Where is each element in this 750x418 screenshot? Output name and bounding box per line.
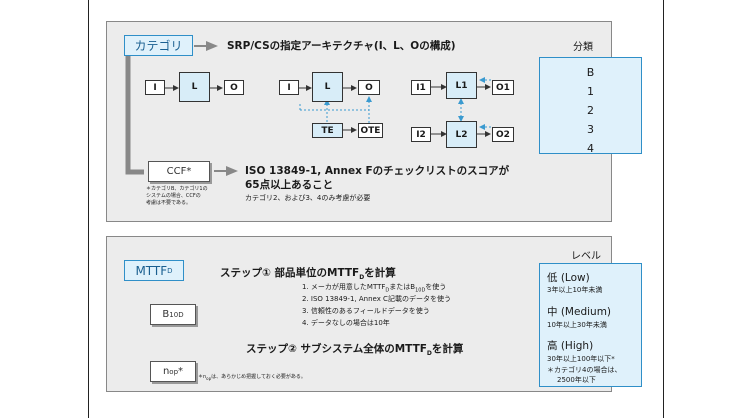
ccf-note: ＊カテゴリB、カテゴリ1の システムの場合、CCFの 考慮は不要である。 <box>146 186 208 207</box>
mttf-header-sub: D <box>167 266 173 275</box>
arch1-output: O <box>224 80 244 95</box>
arch2-test-equipment: TE <box>312 123 343 138</box>
arch1-input: I <box>145 80 165 95</box>
arch3-output2: O2 <box>492 127 514 142</box>
arch3-output1: O1 <box>492 80 514 95</box>
nop-note: ＊nopは、あらかじめ把握しておく必要がある。 <box>198 374 306 382</box>
ccf-title-line1: ISO 13849-1, Annex Fのチェックリストのスコアが <box>245 165 510 177</box>
step1-item-1-b-sub: 10D <box>415 287 426 294</box>
nop-note-sub: op <box>206 376 212 381</box>
level-box: 低 (Low) 3年以上10年未満 中 (Medium) 10年以上30年未満 … <box>539 263 642 387</box>
step1-b: を計算 <box>364 267 396 279</box>
classification-item-b: B <box>586 66 595 79</box>
step2-sub: D <box>426 350 432 358</box>
level-high-range: 30年以上100年以下* <box>547 355 615 363</box>
ccf-note-line3: 考慮は不要である。 <box>146 200 191 206</box>
arch3-input2: I2 <box>411 127 431 142</box>
step1-item-3: 3. 信頼性のあるフィールドデータを使う <box>302 307 430 315</box>
step2-b: を計算 <box>431 343 464 355</box>
arch3-logic2: L2 <box>446 121 477 148</box>
level-low-name: 低 (Low) <box>547 272 590 284</box>
step2-title: ステップ② サブシステム全体のMTTFDを計算 <box>246 341 463 357</box>
category-title: SRP/CSの指定アーキテクチャ(I、L、Oの構成) <box>227 40 456 52</box>
arch2-test-output: OTE <box>358 123 383 138</box>
step1-a: ステップ① 部品単位のMTTF <box>220 267 360 279</box>
level-medium-range: 10年以上30年未満 <box>547 321 607 329</box>
level-title: レベル <box>571 251 601 262</box>
ccf-arrow <box>214 166 238 176</box>
level-note-line1: ＊カテゴリ4の場合は、 <box>547 366 622 374</box>
nop-sub: op <box>169 367 179 376</box>
ccf-box: CCF* <box>148 161 210 182</box>
step1-item-1-b: B <box>410 283 416 291</box>
ccf-note-line1: ＊カテゴリB、カテゴリ1の <box>146 186 208 192</box>
step1-title: ステップ① 部品単位のMTTFDを計算 <box>220 265 396 281</box>
nop-note-post: は、あらかじめ把握しておく必要がある。 <box>211 374 306 380</box>
step1-item-2: 2. ISO 13849-1, Annex C記載のデータを使う <box>302 295 451 303</box>
step1-sub: D <box>359 274 365 282</box>
arch2-logic: L <box>312 72 343 102</box>
ccf-note-line2: システムの場合、CCFの <box>146 193 201 199</box>
level-medium-name: 中 (Medium) <box>547 306 612 318</box>
classification-item-4: 4 <box>587 142 594 155</box>
classification-title: 分類 <box>573 42 593 53</box>
arch2-output: O <box>358 80 380 95</box>
ccf-subtitle: カテゴリ2、および3、4のみ考慮が必要 <box>245 194 371 202</box>
step1-item-1-sub-d: D <box>385 287 390 294</box>
classification-item-1: 1 <box>587 85 594 98</box>
step2-a: ステップ② サブシステム全体のMTTF <box>246 343 427 355</box>
nop-main: n <box>162 366 170 377</box>
ccf-label: CCF* <box>166 166 192 177</box>
level-high-name: 高 (High) <box>547 340 594 352</box>
nop-star: * <box>178 366 184 377</box>
step1-item-1-mid: または <box>389 283 411 291</box>
step1-item-1-end: を使う <box>425 283 447 291</box>
category-header: カテゴリ <box>124 35 193 56</box>
level-note-line2: 2500年以下 <box>557 376 596 384</box>
step1-item-1: 1. メーカが用意したMTTFDまたはB10Dを使う <box>302 282 446 293</box>
b10d-sub: 10D <box>169 310 184 319</box>
classification-item-2: 2 <box>587 104 594 117</box>
b10d-main: B <box>162 309 170 320</box>
nop-note-pre: ＊n <box>198 374 207 380</box>
level-low-range: 3年以上10年未満 <box>547 286 603 294</box>
classification-item-3: 3 <box>587 123 594 136</box>
arch3-input1: I1 <box>411 80 431 95</box>
category-arrow <box>194 41 218 51</box>
page-frame <box>88 0 664 418</box>
classification-box: B 1 2 3 4 <box>539 57 642 155</box>
arch1-logic: L <box>179 72 210 102</box>
arch3-logic1: L1 <box>446 72 477 99</box>
ccf-title-line2: 65点以上あること <box>245 179 334 191</box>
step1-item-4: 4. データなしの場合は10年 <box>302 319 390 327</box>
step1-item-1-a: 1. メーカが用意したMTTF <box>302 283 386 291</box>
category-header-label: カテゴリ <box>134 39 183 53</box>
arch2-input: I <box>279 80 299 95</box>
mttf-header-main: MTTF <box>135 263 168 278</box>
